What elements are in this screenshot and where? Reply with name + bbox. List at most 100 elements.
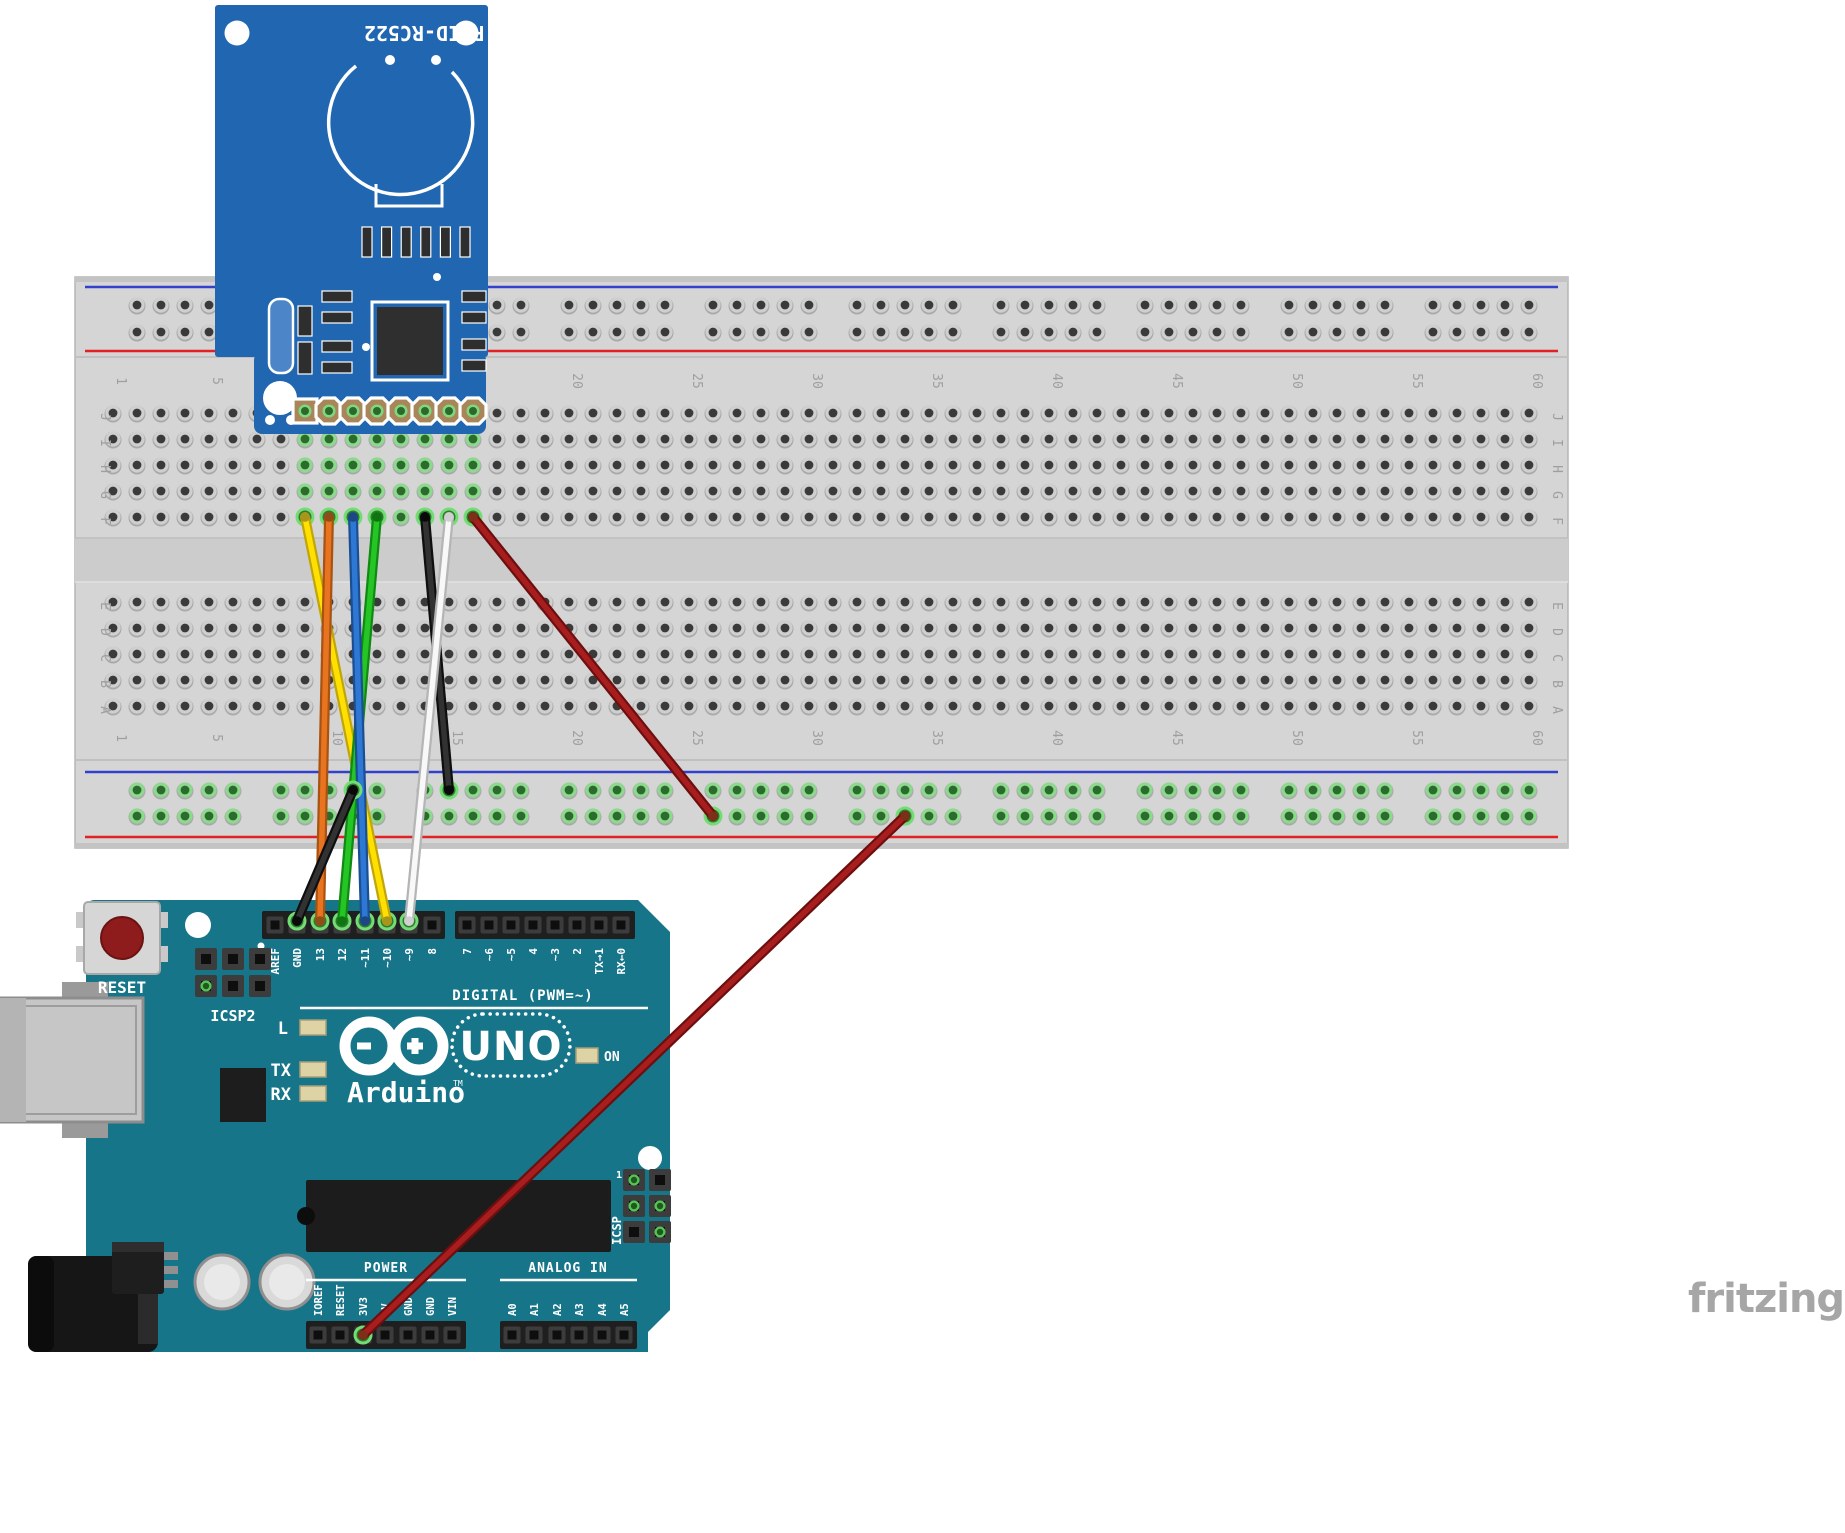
bb-hole[interactable]	[180, 408, 190, 418]
bottom-rail-hole[interactable]	[180, 811, 190, 821]
bb-hole[interactable]	[372, 675, 382, 685]
bb-hole[interactable]	[804, 434, 814, 444]
bb-hole[interactable]	[1164, 649, 1174, 659]
bb-hole[interactable]	[684, 460, 694, 470]
bb-hole[interactable]	[156, 408, 166, 418]
bottom-rail-hole[interactable]	[780, 811, 790, 821]
bb-hole[interactable]	[1164, 512, 1174, 522]
bb-hole[interactable]	[1476, 486, 1486, 496]
bb-hole[interactable]	[156, 649, 166, 659]
bb-hole[interactable]	[564, 460, 574, 470]
top-rail-hole[interactable]	[924, 300, 934, 310]
bb-hole[interactable]	[1380, 623, 1390, 633]
bb-hole[interactable]	[660, 486, 670, 496]
bb-hole[interactable]	[1092, 486, 1102, 496]
bb-hole[interactable]	[1164, 486, 1174, 496]
icsp2-pin[interactable]	[255, 981, 265, 991]
bb-hole[interactable]	[708, 675, 718, 685]
top-rail-hole[interactable]	[996, 327, 1006, 337]
bottom-rail-hole[interactable]	[612, 785, 622, 795]
bb-hole[interactable]	[1500, 460, 1510, 470]
rfid-rc522-module[interactable]: RFID-RC522	[215, 5, 488, 434]
bb-hole[interactable]	[180, 701, 190, 711]
bb-hole[interactable]	[1308, 649, 1318, 659]
bb-hole[interactable]	[1044, 675, 1054, 685]
bb-hole[interactable]	[1116, 434, 1126, 444]
bb-hole[interactable]	[1020, 623, 1030, 633]
bb-hole[interactable]	[444, 623, 454, 633]
power-pin-VIN-6[interactable]	[447, 1330, 457, 1340]
bb-hole[interactable]	[1284, 408, 1294, 418]
bottom-rail-hole[interactable]	[636, 811, 646, 821]
icsp-pin[interactable]	[655, 1175, 665, 1185]
bottom-rail-hole[interactable]	[660, 811, 670, 821]
bb-hole[interactable]	[1380, 701, 1390, 711]
bb-hole[interactable]	[1068, 701, 1078, 711]
bb-hole[interactable]	[900, 623, 910, 633]
bb-hole[interactable]	[660, 701, 670, 711]
bb-hole[interactable]	[684, 434, 694, 444]
bb-hole[interactable]	[300, 597, 310, 607]
bottom-rail-hole[interactable]	[228, 785, 238, 795]
bb-hole[interactable]	[804, 649, 814, 659]
analog-pin-A1[interactable]	[529, 1330, 539, 1340]
bb-hole[interactable]	[276, 486, 286, 496]
top-rail-hole[interactable]	[876, 327, 886, 337]
bb-hole[interactable]	[492, 434, 502, 444]
bb-hole[interactable]	[1140, 623, 1150, 633]
bb-hole[interactable]	[1500, 701, 1510, 711]
digital-pin-TX1[interactable]	[594, 920, 604, 930]
bb-hole[interactable]	[132, 434, 142, 444]
bb-hole[interactable]	[516, 460, 526, 470]
bb-hole[interactable]	[444, 434, 454, 444]
bb-hole[interactable]	[708, 512, 718, 522]
bottom-rail-hole[interactable]	[1476, 811, 1486, 821]
bb-hole[interactable]	[252, 597, 262, 607]
bb-hole[interactable]	[1356, 434, 1366, 444]
bb-hole[interactable]	[516, 486, 526, 496]
bb-hole[interactable]	[204, 512, 214, 522]
bb-hole[interactable]	[420, 460, 430, 470]
bottom-rail-hole[interactable]	[276, 811, 286, 821]
bb-hole[interactable]	[1452, 434, 1462, 444]
top-rail-hole[interactable]	[1428, 327, 1438, 337]
bb-hole[interactable]	[996, 486, 1006, 496]
bottom-rail-hole[interactable]	[1308, 785, 1318, 795]
bb-hole[interactable]	[756, 649, 766, 659]
bb-hole[interactable]	[1140, 408, 1150, 418]
bottom-rail-hole[interactable]	[468, 811, 478, 821]
bb-hole[interactable]	[612, 460, 622, 470]
bb-hole[interactable]	[132, 460, 142, 470]
icsp2-pin[interactable]	[228, 954, 238, 964]
bottom-rail-hole[interactable]	[756, 811, 766, 821]
bb-hole[interactable]	[876, 434, 886, 444]
bb-hole[interactable]	[612, 597, 622, 607]
bb-hole[interactable]	[1524, 623, 1534, 633]
bb-hole[interactable]	[156, 434, 166, 444]
bb-hole[interactable]	[1164, 675, 1174, 685]
bottom-rail-hole[interactable]	[492, 785, 502, 795]
bottom-rail-hole[interactable]	[876, 811, 886, 821]
top-rail-hole[interactable]	[804, 327, 814, 337]
bb-hole[interactable]	[444, 675, 454, 685]
bottom-rail-hole[interactable]	[588, 785, 598, 795]
bb-hole[interactable]	[516, 597, 526, 607]
bottom-rail-hole[interactable]	[996, 811, 1006, 821]
bb-hole[interactable]	[276, 434, 286, 444]
bottom-rail-hole[interactable]	[732, 785, 742, 795]
bb-hole[interactable]	[708, 649, 718, 659]
bb-hole[interactable]	[276, 675, 286, 685]
bottom-rail-hole[interactable]	[924, 785, 934, 795]
top-rail-hole[interactable]	[156, 327, 166, 337]
bb-hole[interactable]	[1428, 434, 1438, 444]
rfid-pin[interactable]	[421, 407, 429, 415]
bb-hole[interactable]	[1404, 434, 1414, 444]
bb-hole[interactable]	[1476, 675, 1486, 685]
bb-hole[interactable]	[1236, 434, 1246, 444]
analog-pin-A4[interactable]	[597, 1330, 607, 1340]
bb-hole[interactable]	[1332, 649, 1342, 659]
top-rail-hole[interactable]	[948, 300, 958, 310]
bb-hole[interactable]	[876, 512, 886, 522]
digital-pin-7[interactable]	[462, 920, 472, 930]
bb-hole[interactable]	[804, 623, 814, 633]
